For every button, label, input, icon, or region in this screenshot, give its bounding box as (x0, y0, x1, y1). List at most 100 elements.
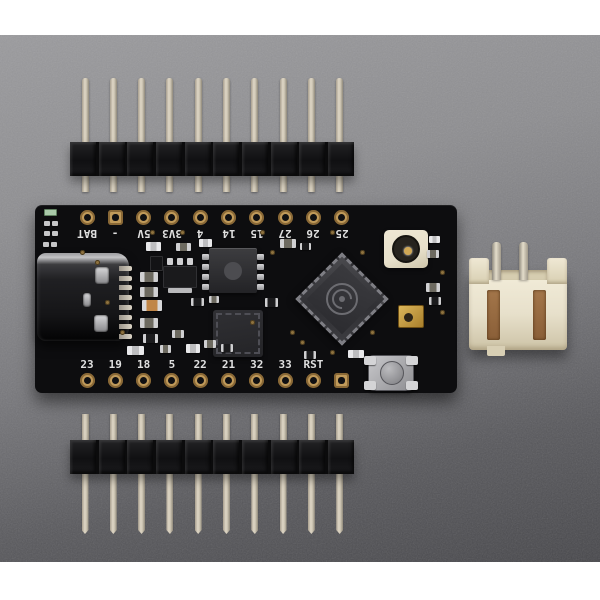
usb-contact-tooth (119, 333, 132, 339)
pin-hole (192, 373, 208, 388)
silkscreen-label: 5 (168, 358, 176, 371)
via-pad (95, 260, 100, 265)
smd-component (142, 300, 162, 311)
reset-button-pad (364, 381, 376, 390)
reset-button-pad (406, 356, 418, 365)
jst-pin (492, 242, 501, 280)
pin-hole (305, 210, 321, 225)
smd-component (150, 256, 163, 271)
pin-hole (305, 373, 321, 388)
voltage-regulator (163, 266, 197, 288)
usb-shell-hole (83, 293, 91, 307)
smd-component (44, 221, 50, 226)
silkscreen-label: 25 (335, 227, 349, 240)
via-pad (330, 230, 335, 235)
silkscreen-label: 18 (136, 358, 151, 371)
silkscreen-label: BAT (77, 227, 97, 240)
smd-component (51, 242, 57, 247)
jst-slot (533, 290, 546, 340)
smd-component (127, 346, 144, 355)
usb-contact-tooth (119, 285, 132, 291)
reset-button-pad (364, 356, 376, 365)
amber-led (398, 305, 424, 328)
jst-shoulder (469, 258, 489, 284)
flash-pin (202, 274, 209, 280)
pin-hole (79, 210, 95, 225)
pin-hole (192, 210, 208, 225)
silkscreen-label: 33 (278, 358, 292, 371)
flash-pin (257, 264, 264, 270)
pin-hole (136, 373, 152, 388)
silkscreen-label: 21 (221, 358, 236, 371)
jst-pin (519, 242, 528, 280)
via-pad (360, 250, 365, 255)
flash-pin (202, 284, 209, 290)
silkscreen-label: - (111, 227, 119, 240)
voltage-regulator-leg (177, 258, 183, 265)
pin-hole (79, 373, 95, 388)
jst-slot (487, 290, 500, 340)
flash-chip-logo-icon (224, 262, 242, 280)
silkscreen-label: 23 (80, 358, 94, 371)
ufl-center-pin (404, 247, 412, 255)
usb-shell-hole (94, 315, 108, 332)
amber-led-die (404, 313, 413, 322)
smd-component (172, 330, 184, 338)
flash-pin (202, 254, 209, 260)
smd-component (140, 318, 158, 328)
silkscreen-label: 22 (193, 358, 207, 371)
pin-hole (221, 373, 236, 388)
pin-hole (107, 210, 123, 225)
pin-hole (277, 373, 293, 388)
smd-component (186, 344, 200, 353)
smd-component (176, 243, 191, 251)
pin-hole (277, 210, 293, 225)
jst-recess (489, 270, 547, 280)
usb-contact-tooth (119, 295, 132, 301)
pin-hole (164, 373, 180, 388)
ufl-antenna-connector (384, 230, 428, 268)
smd-component (280, 239, 296, 248)
silkscreen-label: RST (303, 358, 324, 371)
smd-component (300, 243, 311, 250)
silkscreen-label: 5V (136, 227, 151, 240)
smd-component (221, 344, 233, 352)
via-pad (330, 350, 335, 355)
pin-hole (249, 210, 265, 225)
pin-hole (249, 373, 265, 388)
via-pad (370, 330, 375, 335)
via-pad (300, 340, 305, 345)
via-pad (105, 300, 110, 305)
flash-pin (202, 264, 209, 270)
reset-button-pad (406, 381, 418, 390)
via-pad (440, 270, 445, 275)
smd-component (160, 345, 171, 353)
smd-component (265, 298, 278, 307)
reset-button-dome (380, 361, 404, 385)
flash-pin (257, 254, 264, 260)
smd-component (140, 287, 158, 297)
via-pad (250, 320, 255, 325)
smd-component (429, 236, 440, 243)
via-pad (270, 250, 275, 255)
silkscreen-label: 32 (250, 358, 264, 371)
smd-component (146, 242, 161, 251)
voltage-regulator-leg (187, 258, 193, 265)
via-pad (80, 250, 85, 255)
voltage-regulator-leg (167, 258, 173, 265)
ufl-ring (392, 235, 420, 263)
smd-component (44, 231, 50, 236)
silkscreen-label: 27 (278, 227, 292, 240)
usb-contact-tooth (119, 314, 132, 320)
smd-component (426, 283, 440, 292)
flash-chip (202, 248, 264, 293)
usb-contact-tooth (119, 304, 132, 310)
smd-component (204, 340, 216, 348)
status-led (44, 209, 57, 216)
smd-component (191, 298, 204, 306)
pin-hole (136, 210, 152, 225)
via-pad (180, 230, 185, 235)
jst-mount-tab (487, 346, 505, 356)
